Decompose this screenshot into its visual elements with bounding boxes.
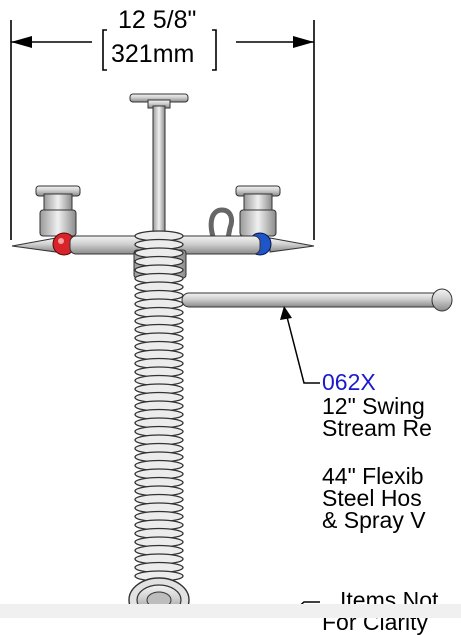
dimension-metric: 321mm xyxy=(111,40,195,68)
dimension-arrow-right xyxy=(293,36,314,48)
callout-swing-line-2: Stream Re xyxy=(322,415,432,441)
callout-hose-line-1: 44" Flexib xyxy=(322,463,424,489)
left-valve xyxy=(11,185,81,253)
leader-lines xyxy=(285,312,320,618)
riser-pipe xyxy=(129,93,189,233)
callout-hose-line-3: & Spray V xyxy=(322,507,426,533)
hot-handle-icon xyxy=(52,232,76,256)
swing-nozzle xyxy=(181,288,453,312)
right-valve xyxy=(235,185,315,253)
spring-hose xyxy=(134,230,184,603)
spray-hook xyxy=(208,207,235,249)
dimension-arrow-left xyxy=(11,36,32,48)
bottom-edge-bar xyxy=(0,604,461,618)
callout-swing-line-1: 12" Swing xyxy=(322,393,425,419)
dimension-imperial: 12 5/8" xyxy=(118,6,197,34)
callout-hose-line-2: Steel Hos xyxy=(322,485,422,511)
part-number-062x: 062X xyxy=(322,369,376,395)
leader-arrow xyxy=(280,306,292,320)
